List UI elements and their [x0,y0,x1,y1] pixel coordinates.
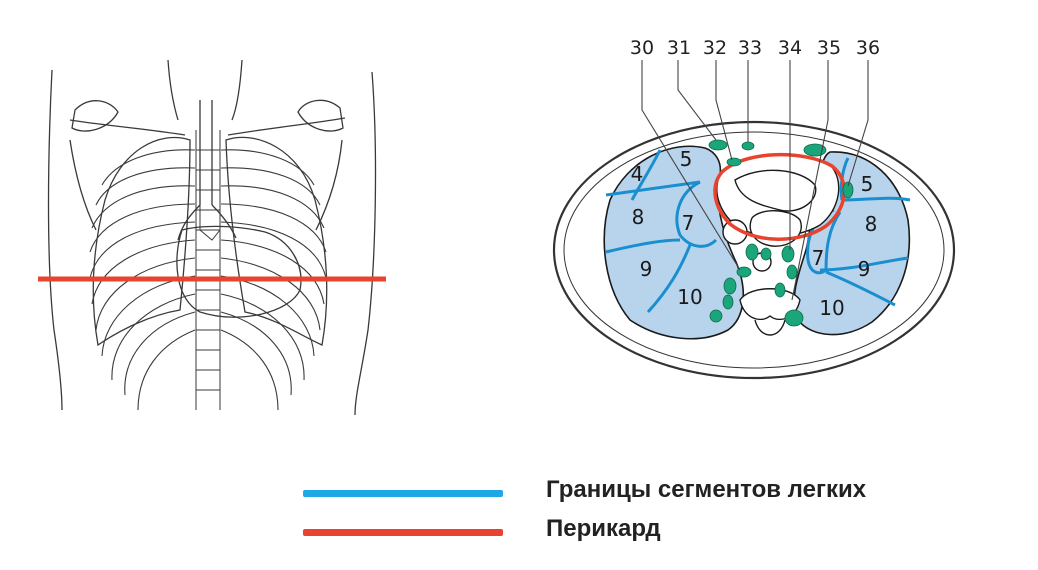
node-label-33: 33 [738,37,762,59]
legend-label-segment-borders: Границы сегментов легких [546,476,867,503]
segment-label-l7: 7 [812,246,825,270]
thorax-frontal-illustration [47,59,377,416]
pericardium-outline [713,153,847,241]
segment-label-l9: 9 [858,257,871,281]
segment-label-l10: 10 [819,296,844,320]
segment-borders [605,149,911,314]
node-label-31: 31 [667,37,691,59]
legend-item-segment-borders: Границы сегментов легких [303,476,866,503]
segment-label-r4: 4 [631,162,644,186]
node-label-32: 32 [703,37,727,59]
right-lung-segment-numbers: 5 4 8 7 9 10 [631,147,703,309]
node-label-30: 30 [630,37,654,59]
node-leader-lines [641,60,869,301]
legend-swatch-blue [303,490,503,497]
node-label-35: 35 [817,37,841,59]
legend-label-pericardium: Перикард [546,515,661,542]
node-label-36: 36 [856,37,880,59]
segment-label-l5: 5 [861,172,874,196]
legend-item-pericardium: Перикард [303,515,661,542]
axial-section-illustration: 30 31 32 33 34 35 36 5 4 8 7 9 10 5 8 7 … [552,37,956,380]
legend-swatch-red [303,529,503,536]
segment-label-r9: 9 [640,257,653,281]
segment-label-r7: 7 [682,211,695,235]
segment-label-r10: 10 [677,285,702,309]
left-lung-segment-numbers: 5 8 7 9 10 [812,172,878,320]
lymph-nodes [708,139,854,327]
segment-label-l8: 8 [865,212,878,236]
node-number-labels: 30 31 32 33 34 35 36 [630,37,880,59]
segment-label-r5: 5 [680,147,693,171]
node-label-34: 34 [778,37,802,59]
segment-label-r8: 8 [632,205,645,229]
mediastinum [716,153,840,336]
